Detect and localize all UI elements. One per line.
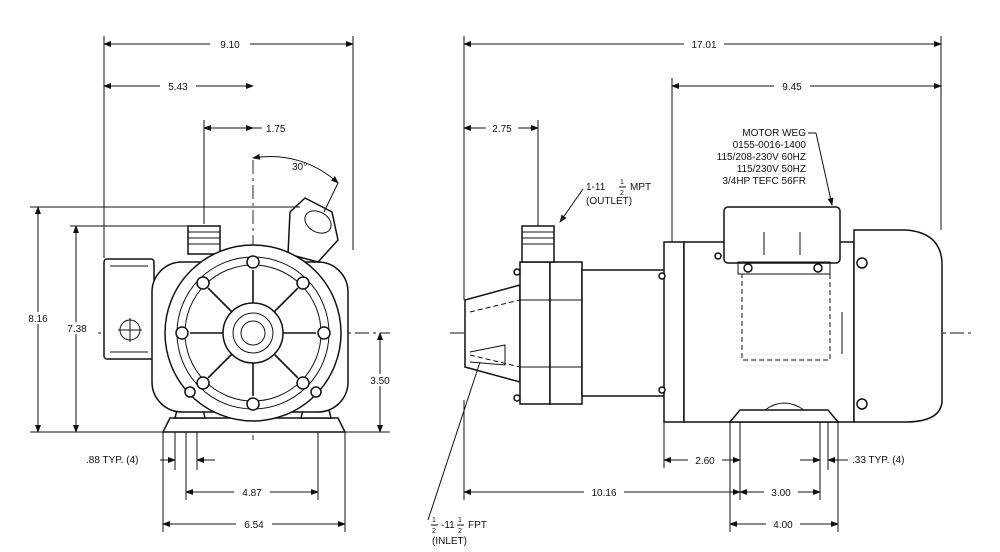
dim-base-width-label: 6.54: [244, 520, 264, 531]
dim-to-centerline-label: 5.43: [168, 82, 188, 93]
dim-outlet-angle-arc: [252, 153, 339, 184]
svg-text:(OUTLET): (OUTLET): [586, 196, 632, 207]
dim-inlet-to-outlet-label: 2.75: [492, 124, 512, 135]
dim-shaft-height-label: 3.50: [370, 376, 390, 387]
side-pump-flange: [549, 261, 583, 405]
side-view: [450, 206, 975, 423]
front-casing-ribs: [190, 270, 316, 396]
dim-base-to-inlet-label: 10.16: [591, 488, 616, 499]
svg-text:0155-0016-1400: 0155-0016-1400: [733, 140, 807, 151]
dim-side-foot-slot-label: .33 TYP. (4): [852, 455, 904, 466]
motor-note: MOTOR WEG 0155-0016-1400 115/208-230V 60…: [717, 128, 807, 187]
dim-overall-width-label: 9.10: [220, 40, 240, 51]
front-view: [80, 160, 390, 440]
svg-text:3/4HP TEFC 56FR: 3/4HP TEFC 56FR: [722, 176, 806, 187]
svg-text:1-11: 1-11: [586, 182, 606, 193]
side-dimensions: 17.01 9.45 2.75 2.60 .33 TYP. (4) 10.16 …: [427, 36, 942, 547]
svg-text:FPT: FPT: [468, 520, 487, 531]
svg-text:MOTOR WEG: MOTOR WEG: [742, 128, 806, 139]
side-conduit-box: [723, 206, 841, 264]
dim-outlet-offset-label: 1.75: [266, 124, 286, 135]
front-inlet-hub: [222, 302, 284, 364]
svg-text:1: 1: [432, 517, 436, 524]
side-hidden-outline: [741, 273, 831, 361]
dim-overall-height-label: 8.16: [28, 314, 48, 325]
front-outlet-nozzle: [187, 225, 221, 255]
svg-text:1: 1: [620, 179, 624, 186]
side-motor-endbell: [663, 241, 685, 423]
outlet-callout: 1-11 1 2 MPT (OUTLET): [586, 179, 651, 207]
dim-outlet-angle-label: 30°: [292, 162, 307, 173]
svg-text:2: 2: [458, 528, 462, 535]
dim-foot-width-label: 4.00: [773, 520, 793, 531]
svg-text:(INLET): (INLET): [432, 536, 467, 547]
inlet-callout: 1 2 -11 1 2 FPT (INLET): [431, 517, 487, 547]
side-motor-body: [683, 241, 855, 423]
front-casing-bolts: [175, 255, 331, 411]
dim-height-to-outlet-label: 7.38: [67, 324, 87, 335]
dim-front-foot-slot-label: .88 TYP. (4): [86, 455, 138, 466]
dim-foot-offset-label: 2.60: [695, 456, 715, 467]
inlet-callout-leader: [427, 361, 481, 521]
svg-text:2: 2: [620, 190, 624, 197]
dim-overall-length-label: 17.01: [691, 40, 716, 51]
motor-note-leader: [815, 132, 834, 206]
svg-text:MPT: MPT: [630, 182, 651, 193]
svg-text:115/230V 50HZ: 115/230V 50HZ: [737, 164, 806, 175]
front-junction-box: [103, 258, 155, 360]
side-pump-casing: [519, 261, 551, 405]
side-adapter: [581, 269, 667, 397]
side-motor-foot: [728, 409, 840, 423]
dim-motor-length-label: 9.45: [782, 82, 802, 93]
dim-bolt-spacing-label: 4.87: [242, 488, 262, 499]
svg-text:2: 2: [432, 528, 436, 535]
svg-text:115/208-230V 60HZ: 115/208-230V 60HZ: [717, 152, 806, 163]
outlet-callout-leader: [559, 188, 584, 223]
front-outlet-elbow: [287, 197, 339, 263]
side-inlet-cone: [464, 284, 521, 383]
front-dimensions: 9.10 5.43 1.75 30° 8.16 7.38 3.50: [20, 36, 398, 532]
side-fan-cover: [853, 229, 943, 423]
dim-foot-bolt-spacing-label: 3.00: [771, 488, 791, 499]
svg-text:1: 1: [458, 517, 462, 524]
svg-text:-11: -11: [441, 520, 455, 531]
